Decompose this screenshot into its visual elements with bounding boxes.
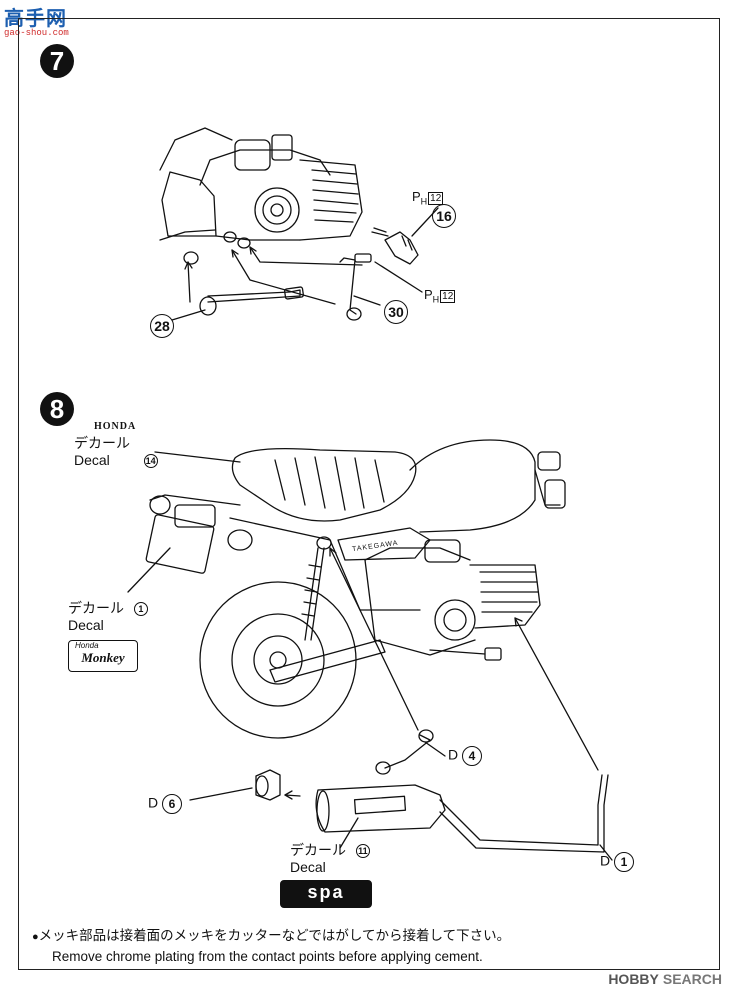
part-16-callout: 16 [432, 204, 456, 228]
decal-en-label: Decal [68, 617, 104, 633]
paint-code-number: 12 [428, 192, 444, 205]
paint-code-sub: H [432, 294, 440, 305]
bullet-icon: ● [32, 931, 39, 943]
part-number-30: 30 [384, 300, 408, 324]
part-number-d1: 1 [614, 852, 635, 872]
watermark-chinese-text: 高手网 [4, 8, 67, 30]
monkey-badge-line2: Monkey [81, 650, 125, 665]
decal-en-label: Decal [290, 859, 326, 875]
paint-code-sub: H [420, 196, 428, 207]
spa-badge-text: spa [307, 882, 345, 902]
decal-jp-label: デカール [74, 435, 130, 451]
spa-decal-badge: spa [280, 880, 372, 908]
watermark-top: 高手网 gao-shou.com [4, 2, 69, 38]
step-8-badge: 8 [40, 392, 74, 426]
part-number-d6: 6 [162, 794, 183, 814]
part-number-28: 28 [150, 314, 174, 338]
decal-number-14: 14 [143, 454, 158, 469]
step-7-badge: 7 [40, 44, 74, 78]
decal-1-label: デカール 1 Decal [68, 600, 148, 634]
paint-code-prefix: P [412, 189, 421, 204]
decal-number-11: 11 [355, 844, 370, 859]
note-english: Remove chrome plating from the contact p… [52, 949, 483, 964]
step7-engine-drawing [159, 127, 439, 321]
watermark-brand: HOBBY [608, 971, 659, 987]
decal-14-label: HONDA デカール Decal 14 [74, 418, 158, 469]
part-letter: D [600, 852, 611, 869]
note-japanese: メッキ部品は接着面のメッキをカッターなどではがしてから接着して下さい。 [38, 928, 511, 943]
monkey-decal-badge: Honda Monkey [68, 640, 138, 672]
part-28-callout: 28 [150, 314, 174, 338]
watermark-url: gao-shou.com [4, 28, 69, 38]
page-frame [18, 18, 720, 970]
decal-jp-label: デカール [290, 842, 346, 858]
part-number-16: 16 [432, 204, 456, 228]
monkey-badge-line1: Honda [75, 641, 99, 650]
part-number-d4: 4 [462, 746, 483, 766]
part-d1-callout: D 1 [600, 852, 635, 872]
decal-11-label: デカール 11 Decal [290, 842, 370, 876]
cement-note: ●メッキ部品は接着面のメッキをカッターなどではがしてから接着して下さい。 Rem… [32, 926, 510, 966]
part-d6-callout: D 6 [148, 794, 183, 814]
part-letter: D [148, 794, 159, 811]
step8-bike-drawing [127, 439, 613, 861]
decal-en-label: Decal [74, 452, 110, 468]
decal-number-1: 1 [133, 602, 148, 617]
decal-jp-label: デカール [68, 600, 124, 616]
part-d4-callout: D 4 [448, 746, 483, 766]
part-letter: D [448, 746, 459, 763]
paint-code-number: 12 [440, 290, 456, 303]
part-30-callout: 30 [384, 300, 408, 324]
honda-logo-text: HONDA [94, 421, 137, 432]
paint-code-prefix: P [424, 287, 433, 302]
watermark-suffix: SEARCH [662, 971, 722, 987]
